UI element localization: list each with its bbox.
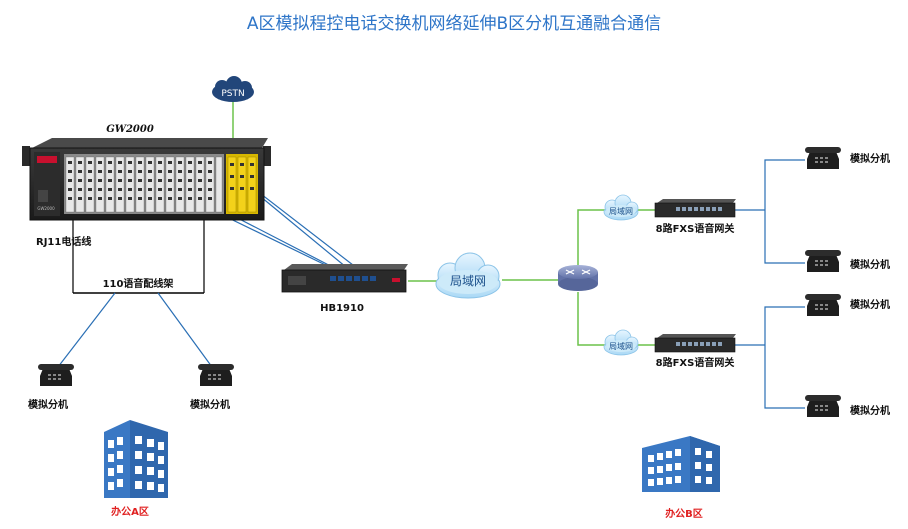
phone-a1-label: 模拟分机 (28, 398, 68, 411)
phone-b4-label: 模拟分机 (850, 404, 890, 417)
pbx-hb-link-2 (247, 183, 363, 273)
rj11-label: RJ11电话线 (36, 235, 91, 248)
gateway-bottom-label: 8路FXS语音网关 (656, 356, 735, 369)
phone-b3-label: 模拟分机 (850, 298, 890, 311)
phone-a2: 模拟分机 (190, 364, 234, 411)
gateway-bottom: 8路FXS语音网关 (654, 334, 736, 369)
pbx-line-cards (64, 154, 224, 214)
gw-bottom-phones-bracket (764, 306, 805, 409)
telephone-icon (805, 294, 841, 316)
building-icon (642, 436, 720, 492)
lan-bottom-cloud: 局域网 (603, 329, 639, 356)
office-b-label: 办公B区 (665, 507, 703, 520)
telephone-icon (198, 364, 234, 386)
building-icon (104, 420, 168, 498)
telephone-icon (805, 147, 841, 169)
office-a-label: 办公A区 (111, 505, 149, 518)
router-lan-top-link (577, 209, 605, 270)
lan-bottom-label: 局域网 (609, 341, 633, 351)
pbx-label: GW2000 (106, 124, 154, 135)
phone-b1: 模拟分机 (805, 147, 890, 169)
pbx-trunk-cards (226, 154, 258, 214)
phone-b1-label: 模拟分机 (850, 152, 890, 165)
pbx-gw2000: GW2000 GW2000 (22, 124, 271, 221)
router-lan-bottom-link (577, 292, 605, 346)
diagram-title: A区模拟程控电话交换机网络延伸B区分机互通融合通信 (247, 14, 661, 34)
pstn-cloud: PSTN (212, 76, 254, 102)
hb1910-label: HB1910 (320, 303, 364, 314)
frame-phone-a1-link (57, 292, 116, 368)
frame-label: 110语音配线架 (103, 277, 174, 290)
office-a-building: 办公A区 (104, 420, 168, 518)
phone-a2-label: 模拟分机 (190, 398, 230, 411)
phone-b2: 模拟分机 (805, 250, 890, 272)
lan-top-label: 局域网 (609, 206, 633, 216)
gw-top-phones-bracket (764, 159, 805, 264)
phone-b4: 模拟分机 (805, 395, 890, 417)
phone-a1: 模拟分机 (28, 364, 74, 411)
lan-main-label: 局域网 (450, 274, 486, 288)
lan-top-cloud: 局域网 (603, 194, 639, 221)
telephone-icon (805, 395, 841, 417)
frame-phone-a2-link (157, 292, 213, 368)
phone-b3: 模拟分机 (805, 294, 890, 316)
phone-b2-label: 模拟分机 (850, 258, 890, 271)
lan-main-cloud: 局域网 (435, 252, 501, 299)
telephone-icon (38, 364, 74, 386)
pstn-label: PSTN (221, 89, 244, 99)
pbx-panel-label: GW2000 (37, 206, 55, 211)
telephone-icon (805, 250, 841, 272)
router (558, 265, 598, 291)
hb1910-device: HB1910 (281, 264, 408, 314)
gateway-top: 8路FXS语音网关 (654, 199, 736, 235)
gateway-top-label: 8路FXS语音网关 (656, 222, 735, 235)
office-b-building: 办公B区 (642, 436, 720, 520)
